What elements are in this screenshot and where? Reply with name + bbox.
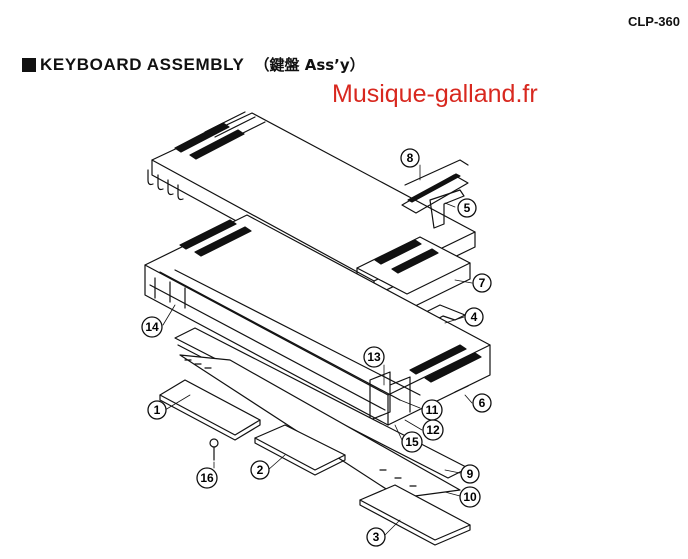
callout-2: 2 — [250, 460, 270, 480]
plate-3 — [359, 484, 471, 546]
callout-6: 6 — [472, 393, 492, 413]
callout-16-label: 16 — [200, 471, 214, 485]
callout-9: 9 — [460, 464, 480, 484]
title-main: KEYBOARD ASSEMBLY — [40, 54, 245, 74]
callout-13: 13 — [363, 346, 385, 368]
callout-1: 1 — [147, 400, 167, 420]
callout-4: 4 — [464, 307, 484, 327]
callout-11: 11 — [421, 399, 443, 421]
callout-3-label: 3 — [373, 530, 380, 544]
callout-7-label: 7 — [479, 276, 486, 290]
title-sub: （鍵盤 Ass’y） — [254, 56, 365, 74]
callout-12: 12 — [422, 419, 444, 441]
callout-5-label: 5 — [464, 201, 471, 215]
callout-14-label: 14 — [145, 320, 159, 334]
plate-1 — [159, 379, 261, 441]
part-8-spring — [401, 159, 469, 214]
callout-10-label: 10 — [463, 490, 477, 504]
main-frame — [144, 214, 491, 426]
callout-7: 7 — [472, 273, 492, 293]
title-bullet-icon — [22, 57, 36, 72]
upper-key-set — [147, 111, 476, 297]
screw-16 — [209, 438, 219, 461]
callout-3: 3 — [366, 527, 386, 547]
callout-16: 16 — [196, 467, 218, 489]
callout-15: 15 — [401, 431, 423, 453]
callout-8-label: 8 — [407, 151, 414, 165]
callout-8: 8 — [400, 148, 420, 168]
callout-13-label: 13 — [367, 350, 381, 364]
callout-10: 10 — [459, 486, 481, 508]
callout-6-label: 6 — [479, 396, 486, 410]
callout-11-label: 11 — [426, 403, 439, 417]
callout-1-label: 1 — [154, 403, 161, 417]
screw-6 — [454, 385, 469, 393]
callout-2-label: 2 — [257, 463, 264, 477]
model-number: CLP-360 — [627, 14, 680, 29]
part-5-bracket — [429, 189, 465, 229]
callout-4-label: 4 — [471, 310, 478, 324]
watermark-text: Musique-galland.fr — [332, 80, 538, 108]
callout-9-label: 9 — [467, 467, 474, 481]
page-title: KEYBOARD ASSEMBLY （鍵盤 Ass’y） — [22, 54, 365, 75]
plate-2 — [254, 424, 346, 476]
callout-5: 5 — [457, 198, 477, 218]
leader-lines — [162, 164, 473, 536]
callout-15-label: 15 — [405, 435, 419, 449]
callout-14: 14 — [141, 316, 163, 338]
callout-12-label: 12 — [426, 423, 440, 437]
